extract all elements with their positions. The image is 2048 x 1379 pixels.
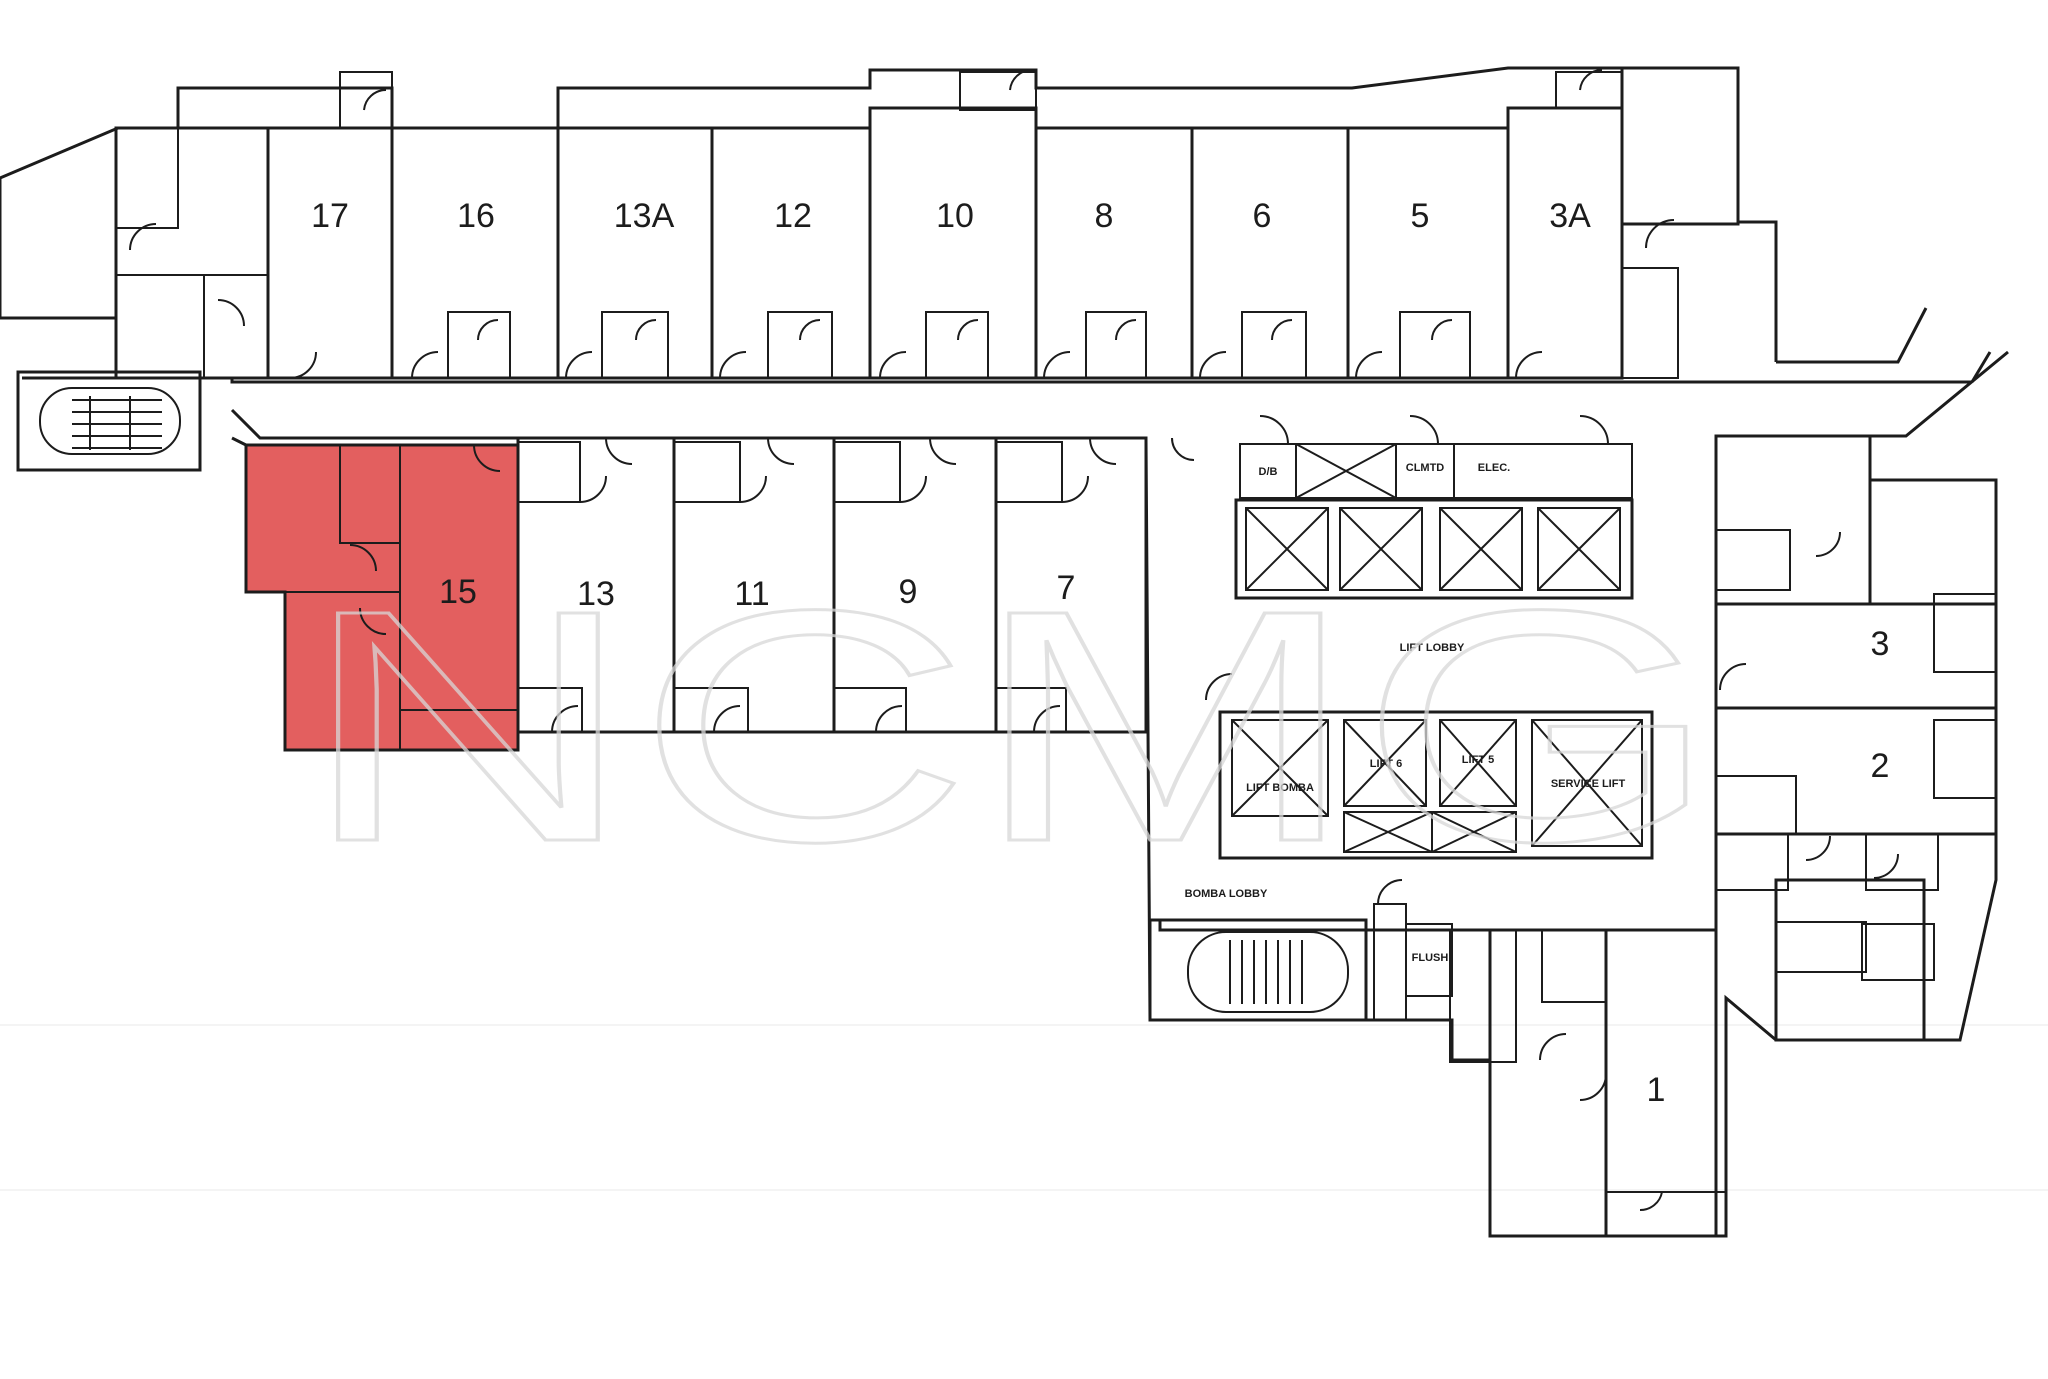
lift-6-label: LIFT 6 [1370,758,1402,770]
watermark-logo: NCMG [299,540,1722,912]
clmtd-room-label: CLMTD [1406,462,1445,474]
north-doors [129,68,1675,379]
db-room-label: D/B [1259,466,1278,478]
unit-16-label: 16 [457,197,495,235]
staircase-west [39,387,181,455]
unit-6-label: 6 [1253,197,1272,235]
unit-5-label: 5 [1411,197,1430,235]
unit-10-label: 10 [936,197,974,235]
north-units [114,66,1740,380]
unit-11-label: 11 [734,575,769,613]
unit-7-label: 7 [1057,569,1076,607]
elec-room-label: ELEC. [1478,462,1510,474]
lift-bomba-label: LIFT BOMBA [1246,782,1314,794]
lift-lobby-label: LIFT LOBBY [1400,642,1465,654]
unit-15-label: 15 [439,573,477,611]
staircase-east [1148,918,1368,1022]
unit-3-label: 3 [1871,625,1890,663]
unit-12-label: 12 [774,197,812,235]
service-lift-label: SERVICE LIFT [1551,778,1626,790]
upper-lifts [1245,507,1621,591]
svg-text:NCMG: NCMG [300,541,1720,910]
unit-3a-label: 3A [1549,197,1591,235]
bomba-lobby-label: BOMBA LOBBY [1185,888,1268,900]
unit-9-label: 9 [899,573,918,611]
unit-8-label: 8 [1095,197,1114,235]
core [1205,415,1654,1021]
north-bathrooms [339,71,1679,379]
lower-lifts [1231,719,1643,853]
unit-17-label: 17 [311,197,349,235]
east-units [1449,434,1998,1238]
unit-1-label: 1 [1647,1071,1666,1109]
unit-13-label: 13 [577,575,615,613]
unit-13a-label: 13A [614,197,675,235]
unit-2-label: 2 [1871,747,1890,785]
lift-5-label: LIFT 5 [1462,754,1494,766]
south-units [285,436,1195,751]
flush-label: FLUSH [1412,952,1449,964]
